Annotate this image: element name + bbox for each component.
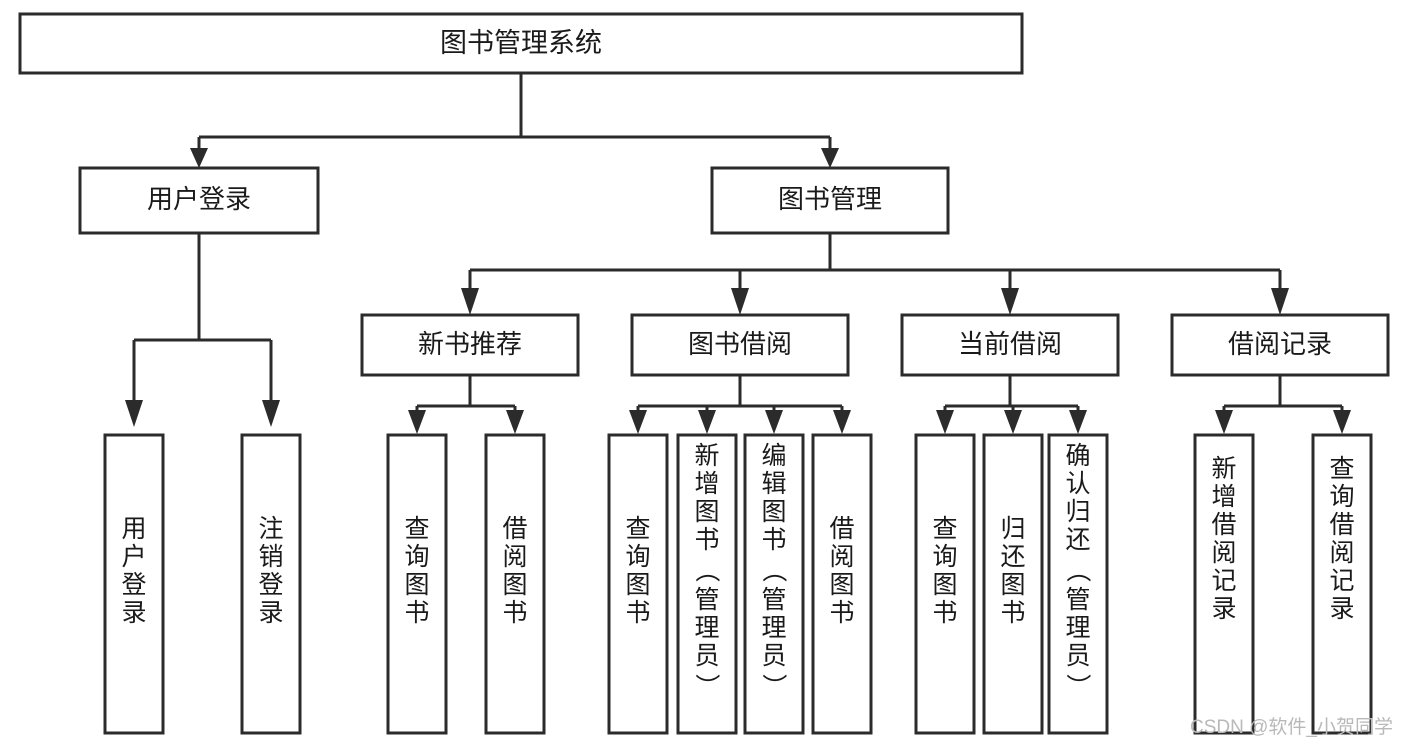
node-new-book-recommend-label: 新书推荐 [418, 329, 522, 359]
leaf-box-query-record[interactable] [1311, 433, 1373, 735]
arrow-cb-leaf-3 [1069, 410, 1087, 434]
node-user-login-label: 用户登录 [147, 184, 251, 214]
arrow-leaf-user-login [125, 400, 143, 427]
node-new-book-recommend[interactable]: 新书推荐 [360, 313, 580, 377]
node-book-management[interactable]: 图书管理 [710, 166, 950, 235]
node-book-management-label: 图书管理 [778, 184, 882, 214]
arrow-br-leaf-2 [1333, 410, 1351, 434]
leaf-box-borrow-book-2[interactable] [811, 433, 873, 735]
arrow-cb-leaf-1 [936, 410, 954, 434]
arrow-nbr-leaf-2 [506, 410, 524, 434]
csdn-watermark: CSDN @软件_小贺同学 [1190, 717, 1393, 738]
arrow-bb-leaf-2 [698, 410, 716, 434]
node-current-borrow-label: 当前借阅 [958, 329, 1062, 359]
node-root[interactable]: 图书管理系统 [18, 12, 1024, 75]
arrow-bb-leaf-4 [833, 410, 851, 434]
arrow-nbr-leaf-1 [408, 410, 426, 434]
arrow-borrow-record [1271, 288, 1289, 315]
leaf-box-logout[interactable] [240, 433, 302, 735]
arrow-book-borrow [731, 288, 749, 315]
node-borrow-record-label: 借阅记录 [1228, 329, 1332, 359]
arrow-cb-leaf-2 [1004, 410, 1022, 434]
leaf-box-return-book[interactable] [982, 433, 1044, 735]
arrow-new-book-recommend [461, 288, 479, 315]
node-user-login[interactable]: 用户登录 [78, 166, 320, 235]
leaf-box-add-record[interactable] [1193, 433, 1255, 735]
arrow-br-leaf-1 [1215, 410, 1233, 434]
arrow-leaf-logout [262, 400, 280, 427]
node-book-borrow-label: 图书借阅 [688, 329, 792, 359]
leaf-box-query-book-2[interactable] [607, 433, 669, 735]
leaf-box-user-login[interactable] [103, 433, 165, 735]
leaf-box-edit-book[interactable] [743, 433, 805, 735]
leaf-box-confirm-return[interactable] [1047, 433, 1109, 735]
leaf-box-query-book-3[interactable] [914, 433, 976, 735]
node-book-borrow[interactable]: 图书借阅 [630, 313, 850, 377]
arrow-current-borrow [1001, 288, 1019, 315]
node-current-borrow[interactable]: 当前借阅 [900, 313, 1120, 377]
arrow-bb-leaf-1 [629, 410, 647, 434]
leaf-box-add-book[interactable] [676, 433, 738, 735]
leaf-box-query-book-1[interactable] [386, 433, 448, 735]
arrow-bb-leaf-3 [765, 410, 783, 434]
edge-layer [125, 73, 1351, 434]
arrow-book-management [821, 148, 839, 168]
node-borrow-record[interactable]: 借阅记录 [1170, 313, 1390, 377]
leaf-box-borrow-book-1[interactable] [484, 433, 546, 735]
arrow-user-login [190, 148, 208, 168]
node-root-label: 图书管理系统 [440, 28, 602, 58]
